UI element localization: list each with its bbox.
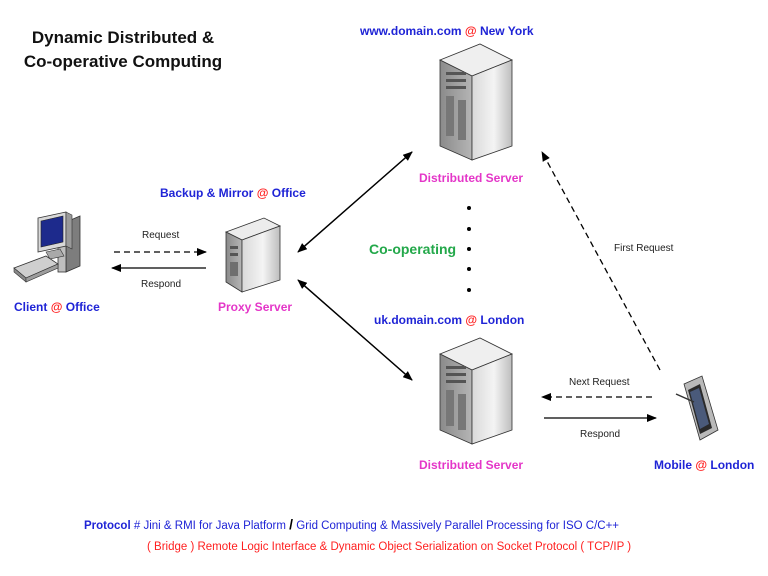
- mobile-pda-icon: [675, 375, 719, 441]
- title-line-1: Dynamic Distributed &: [31, 28, 215, 47]
- client-location: Office: [65, 300, 100, 314]
- diagram-title: Dynamic Distributed & Co-operative Compu…: [18, 26, 228, 74]
- next-request-label: Next Request: [569, 377, 630, 388]
- ny-proxy-arrowhead: [297, 151, 413, 253]
- london-proxy-arrowhead: [297, 279, 413, 381]
- client-label: Client @ Office: [14, 300, 100, 314]
- protocol-line: Protocol # Jini & RMI for Java Platform …: [84, 516, 619, 532]
- desktop-computer-icon: [13, 211, 81, 283]
- mobile-location: London: [710, 458, 755, 472]
- uk-location: London: [480, 313, 525, 327]
- bridge-line: ( Bridge ) Remote Logic Interface & Dyna…: [147, 541, 632, 553]
- protocol-slash: /: [289, 516, 294, 532]
- at-sign: @: [50, 300, 63, 314]
- mobile-text: Mobile: [654, 458, 692, 472]
- protocol-keyword: Protocol: [84, 520, 131, 532]
- tower-server-icon-ny: [439, 43, 513, 161]
- request-label: Request: [142, 230, 180, 241]
- protocol-cpp: Grid Computing & Massively Parallel Proc…: [296, 520, 620, 532]
- ny-location: New York: [479, 24, 534, 38]
- title-line-2: Co-operative Computing: [23, 52, 223, 71]
- proxy-server-label: Proxy Server: [218, 300, 293, 314]
- at-sign: @: [465, 313, 478, 327]
- protocol-hash: #: [133, 520, 141, 532]
- at-sign: @: [464, 24, 477, 38]
- backup-text: Backup & Mirror: [160, 186, 254, 200]
- client-text: Client: [14, 300, 48, 314]
- uk-domain-label: uk.domain.com @ London: [374, 313, 524, 327]
- mobile-respond-label: Respond: [580, 429, 621, 440]
- ny-domain-label: www.domain.com @ New York: [360, 24, 534, 38]
- backup-location: Office: [271, 186, 306, 200]
- mobile-label: Mobile @ London: [654, 458, 754, 472]
- cooperating-label: Co-operating: [369, 241, 457, 257]
- ny-domain: www.domain.com: [360, 24, 462, 38]
- ny-server-label: Distributed Server: [419, 171, 524, 185]
- backup-mirror-label: Backup & Mirror @ Office: [160, 186, 306, 200]
- first-request-arrow: [541, 151, 661, 371]
- first-request-label: First Request: [614, 243, 674, 254]
- at-sign: @: [695, 458, 708, 472]
- at-sign: @: [256, 186, 269, 200]
- tower-server-icon-london: [439, 337, 513, 445]
- cooperating-dots: [467, 206, 471, 292]
- proxy-server-icon: [224, 217, 282, 293]
- uk-domain: uk.domain.com: [374, 313, 463, 327]
- london-server-label: Distributed Server: [419, 458, 524, 472]
- respond-label: Respond: [141, 279, 182, 290]
- protocol-java: Jini & RMI for Java Platform: [143, 520, 286, 532]
